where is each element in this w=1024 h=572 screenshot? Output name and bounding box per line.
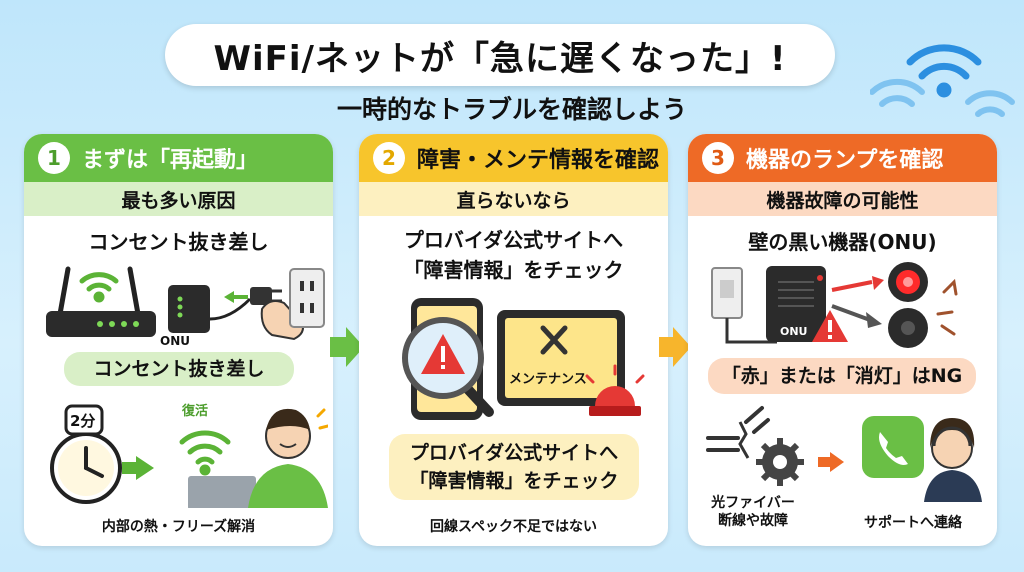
step-number: 2 <box>373 142 405 174</box>
gear-icon <box>756 438 804 486</box>
action-pill: プロバイダ公式サイトへ 「障害情報」をチェック <box>389 434 639 500</box>
panel-heading-line2: 「障害情報」をチェック <box>403 258 624 282</box>
pill-line1: プロバイダ公式サイトへ <box>409 442 619 464</box>
panel-heading: 壁の黒い機器(ONU) <box>748 230 937 254</box>
panel-footer: 回線スペック不足ではない <box>429 519 598 535</box>
broken-fiber-icon <box>706 406 770 452</box>
person-icon <box>248 408 328 508</box>
red-lamp-icon <box>888 262 928 302</box>
onu-label: ONU <box>160 334 190 348</box>
recover-label: 復活 <box>182 404 209 419</box>
panel-title: 機器のランプを確認 <box>746 148 944 173</box>
support-illustration <box>706 406 982 502</box>
alarm-light-icon <box>585 364 645 416</box>
panel-heading-line1: プロバイダ公式サイトへ <box>403 228 624 252</box>
panel-header: 2 障害・メンテ情報を確認 <box>359 134 668 182</box>
step-number: 1 <box>38 142 70 174</box>
panel-title: 障害・メンテ情報を確認 <box>417 148 660 173</box>
panel-footer: 内部の熱・フリーズ解消 <box>101 519 256 535</box>
hand-icon <box>260 300 304 341</box>
support-caption: サポートへ連絡 <box>864 515 962 531</box>
outlet-icon <box>289 268 325 328</box>
arrow-right-icon <box>659 327 691 367</box>
panel-subtitle: 最も多い原因 <box>24 182 333 216</box>
panel-title: まずは「再起動」 <box>82 148 259 173</box>
action-pill: 「赤」または「消灯」はNG <box>708 358 976 394</box>
phone-icon <box>862 416 924 478</box>
onu-icon <box>168 285 210 333</box>
onu-icon <box>766 266 826 342</box>
timer-label: 2分 <box>70 412 96 430</box>
warning-icon <box>812 310 848 342</box>
panel-header: 1 まずは「再起動」 <box>24 134 333 182</box>
support-operator-icon <box>924 418 982 502</box>
panel-header: 3 機器のランプを確認 <box>688 134 997 182</box>
page-subtitle: 一時的なトラブルを確認しよう <box>336 95 687 124</box>
reboot-illustration <box>50 404 328 508</box>
title-banner: WiFi/ネットが「急に遅くなった」! <box>165 24 835 86</box>
panel-subtitle: 直らないなら <box>359 182 668 216</box>
outlet-icon <box>711 267 743 319</box>
onu-lamp-illustration <box>711 262 958 348</box>
off-lamp-icon <box>888 308 928 348</box>
router-icon <box>46 266 156 337</box>
panel-restart: 1 まずは「再起動」 最も多い原因 コンセント抜き差し ONU コンセント抜き差… <box>24 134 333 546</box>
tools-icon <box>540 325 568 355</box>
outage-illustration <box>402 298 645 420</box>
maintenance-label: メンテナンス <box>509 372 587 387</box>
clock-icon <box>50 404 122 504</box>
magnifier-icon <box>402 317 494 417</box>
step-number: 3 <box>702 142 734 174</box>
arrow-right-icon <box>330 327 364 367</box>
action-pill: コンセント抜き差し <box>64 352 294 386</box>
panel-device-lamp: 3 機器のランプを確認 機器故障の可能性 壁の黒い機器(ONU) ONU 「赤」… <box>688 134 997 546</box>
fiber-caption-line2: 断線や故障 <box>718 513 788 529</box>
laptop-icon <box>188 476 256 508</box>
panel-subtitle: 機器故障の可能性 <box>688 182 997 216</box>
fiber-caption: 光ファイバー 断線や故障 <box>698 494 808 530</box>
page-title: WiFi/ネットが「急に遅くなった」! <box>213 38 787 79</box>
panel-outage-info: 2 障害・メンテ情報を確認 直らないなら プロバイダ公式サイトへ 「障害情報」を… <box>359 134 668 546</box>
panel-heading: コンセント抜き差し <box>88 230 269 254</box>
wifi-icon <box>79 272 119 303</box>
router-onu-illustration <box>46 266 325 341</box>
wifi-recovered-icon <box>179 430 231 476</box>
fiber-caption-line1: 光ファイバー <box>711 495 795 511</box>
onu-label: ONU <box>780 325 808 338</box>
wifi-decoration-icon <box>870 44 1015 117</box>
pill-line2: 「障害情報」をチェック <box>409 470 619 492</box>
